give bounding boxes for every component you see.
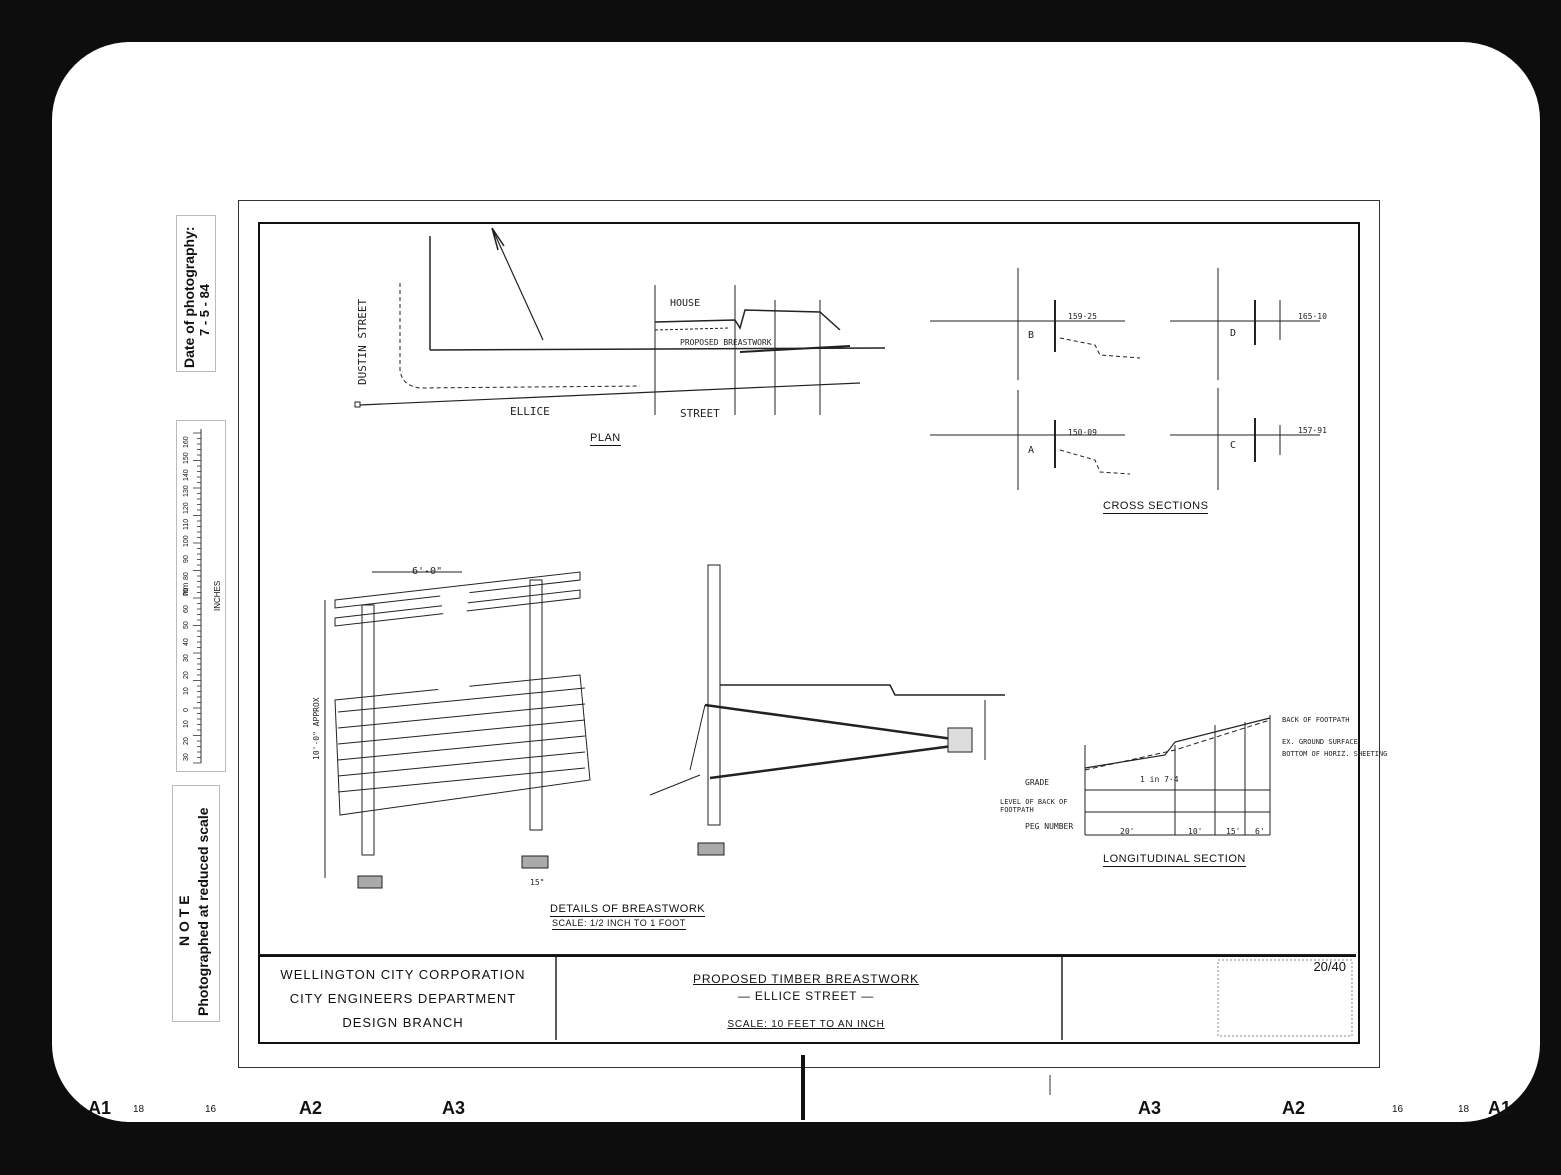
section-c-id: C (1230, 440, 1237, 451)
longitudinal-row-peg: PEG NUMBER (1025, 822, 1074, 831)
title-block-sheet: 20/40 (1062, 957, 1356, 1042)
section-a-level: 150·09 (1068, 428, 1097, 437)
longitudinal-span-1: 20' (1120, 827, 1135, 836)
details-dim-15: 15" (530, 878, 545, 887)
longitudinal-legend-ground: EX. GROUND SURFACE (1282, 738, 1358, 746)
edge-marker-18-left: 18 (133, 1104, 145, 1115)
section-b-level: 159·25 (1068, 312, 1097, 321)
cross-sections-linework (930, 268, 1320, 490)
longitudinal-span-4: 6' (1255, 827, 1265, 836)
plan-street-dustin: DUSTIN STREET (356, 298, 369, 385)
longitudinal-row-grade: GRADE (1025, 778, 1050, 787)
edge-marker-16-left: 16 (205, 1104, 217, 1115)
plan-street-ellice: ELLICE (510, 405, 550, 418)
title-block-project: PROPOSED TIMBER BREASTWORK — ELLICE STRE… (556, 957, 1062, 1042)
details-label: DETAILS OF BREASTWORK (550, 903, 706, 917)
edge-marker-18-right: 18 (1458, 1104, 1470, 1115)
edge-marker-a1-right: A1 (1488, 1098, 1512, 1118)
edge-marker-a3-right: A3 (1138, 1098, 1162, 1118)
longitudinal-slope: 1 in 7·4 (1140, 775, 1179, 784)
plan-breastwork-label: PROPOSED BREASTWORK (680, 338, 772, 347)
section-b-id: B (1028, 330, 1035, 341)
section-d-level: 165·10 (1298, 312, 1327, 321)
longitudinal-legend-back: BACK OF FOOTPATH (1282, 716, 1350, 724)
details-dimension-side: 10'-0" APPROX (312, 697, 321, 760)
note-box: N O T E Photographed at reduced scale (172, 785, 220, 1022)
project-line-1: PROPOSED TIMBER BREASTWORK (693, 972, 919, 986)
details-dimension-top: 6'-0" (412, 566, 443, 577)
edge-marker-a2-left: A2 (299, 1098, 323, 1118)
plan-label: PLAN (590, 432, 621, 446)
longitudinal-legend-bottom: BOTTOM OF HORIZ. SHEETING (1282, 750, 1388, 758)
edge-marker-16-right: 16 (1392, 1104, 1404, 1115)
title-block-organisation: WELLINGTON CITY CORPORATION CITY ENGINEE… (258, 957, 556, 1042)
project-scale: SCALE: 10 FEET TO AN INCH (727, 1019, 885, 1030)
section-c-level: 157·91 (1298, 426, 1327, 435)
drawing-sheet-border (258, 222, 1360, 1044)
sheet-number: 20/40 (1313, 959, 1346, 974)
ruler-ticks (193, 432, 201, 764)
org-line-2: CITY ENGINEERS DEPARTMENT (289, 991, 517, 1006)
section-d-id: D (1230, 328, 1237, 339)
org-line-1: WELLINGTON CITY CORPORATION (280, 967, 526, 982)
breastwork-details-linework (324, 564, 1005, 889)
project-line-2: — ELLICE STREET — (737, 989, 875, 1003)
edge-marker-a1-left: A1 (88, 1098, 112, 1118)
cross-sections-label: CROSS SECTIONS (1103, 500, 1209, 514)
details-scale: SCALE: 1/2 INCH TO 1 FOOT (552, 918, 686, 930)
longitudinal-row-footpath: LEVEL OF BACK OF FOOTPATH (1000, 798, 1068, 814)
plan-linework (354, 227, 886, 415)
longitudinal-section-linework (1084, 715, 1271, 836)
drawing-sheet-outer-border (238, 200, 1380, 1068)
org-line-3: DESIGN BRANCH (342, 1015, 464, 1030)
edge-marker-a3-left: A3 (442, 1098, 466, 1118)
plan-street-street: STREET (680, 407, 720, 420)
plan-house-label: HOUSE (670, 298, 701, 309)
longitudinal-span-2: 10' (1188, 827, 1203, 836)
horizontal-sheeting (337, 687, 586, 793)
edge-marker-a2-right: A2 (1282, 1098, 1306, 1118)
scale-ruler (193, 429, 202, 764)
longitudinal-span-3: 15' (1226, 827, 1241, 836)
section-a-id: A (1028, 445, 1035, 456)
date-of-photography-box: Date of photography: 7 - 5 - 84 (176, 215, 216, 372)
title-block: WELLINGTON CITY CORPORATION CITY ENGINEE… (258, 955, 1356, 1042)
longitudinal-label: LONGITUDINAL SECTION (1103, 853, 1246, 867)
